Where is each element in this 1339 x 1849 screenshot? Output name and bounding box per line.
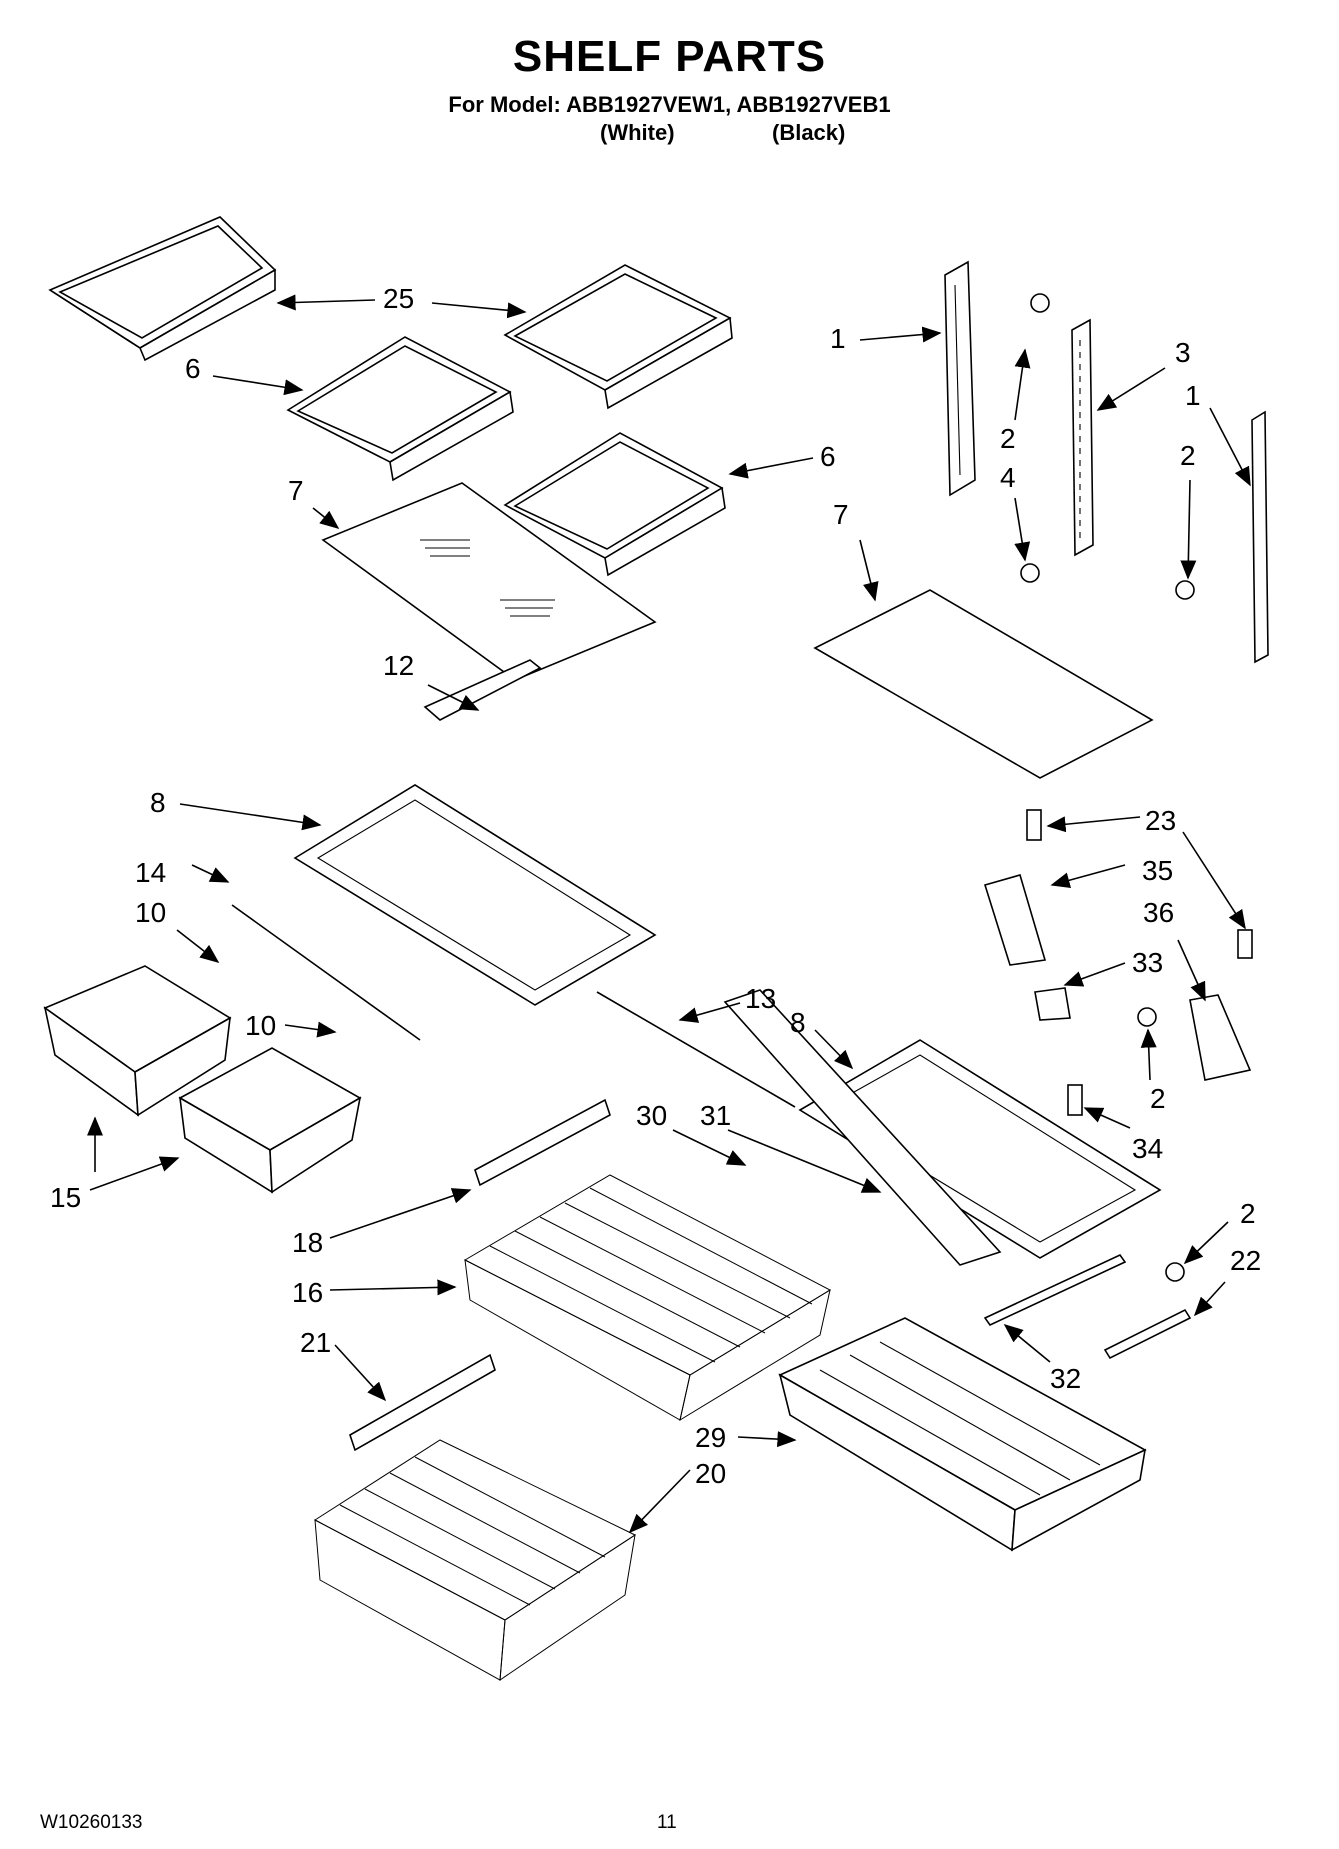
callout-16: 16	[292, 1277, 323, 1308]
callout-6-right: 6	[820, 441, 836, 472]
callout-34: 34	[1132, 1133, 1163, 1164]
callout-1-right: 1	[1185, 380, 1201, 411]
screw-icons	[1020, 293, 1195, 1282]
callout-35: 35	[1142, 855, 1173, 886]
callout-2-bottom: 2	[1240, 1198, 1256, 1229]
shelf-middle-left	[286, 336, 514, 482]
glass-panel-right	[813, 589, 1154, 779]
callout-21: 21	[300, 1327, 331, 1358]
callout-2-right: 2	[1180, 440, 1196, 471]
crisper-frame-left	[293, 659, 657, 1006]
callout-20: 20	[695, 1458, 726, 1489]
divider-rods	[231, 904, 1002, 1266]
callout-31: 31	[700, 1100, 731, 1131]
leader-arrows	[87, 294, 1251, 1534]
shelf-upper-right	[503, 264, 733, 410]
callout-10-top: 10	[135, 897, 166, 928]
callout-18: 18	[292, 1227, 323, 1258]
callout-14: 14	[135, 857, 166, 888]
page-title: SHELF PARTS	[512, 32, 827, 81]
shelf-middle-right	[503, 432, 726, 577]
callout-2-top: 2	[1000, 423, 1016, 454]
callout-30: 30	[636, 1100, 667, 1131]
rail-left	[944, 260, 976, 497]
callout-labels: 25 6 6 7 7 1 3 2 4 1 2 12 8 14 10 10 15 …	[50, 283, 1261, 1489]
callout-3: 3	[1175, 337, 1191, 368]
wire-basket-lower	[314, 1353, 637, 1682]
model-line: For Model: ABB1927VEW1, ABB1927VEB1	[448, 92, 891, 117]
freezer-drawer	[778, 1317, 1147, 1552]
callout-25: 25	[383, 283, 414, 314]
callout-36: 36	[1143, 897, 1174, 928]
callout-29: 29	[695, 1422, 726, 1453]
shelf-upper-left	[48, 216, 277, 362]
callout-6-left: 6	[185, 353, 201, 384]
callout-32: 32	[1050, 1363, 1081, 1394]
page-number: 11	[657, 1812, 677, 1833]
callout-4: 4	[1000, 462, 1016, 493]
rail-right	[1251, 410, 1269, 664]
document-number: W10260133	[40, 1812, 143, 1833]
callout-13: 13	[745, 983, 776, 1014]
callout-23: 23	[1145, 805, 1176, 836]
crisper-frame-right	[798, 1039, 1162, 1259]
rail-center	[1071, 318, 1094, 557]
crisper-drawer-2	[178, 1047, 362, 1194]
callout-8-right: 8	[790, 1007, 806, 1038]
callout-7-right: 7	[833, 499, 849, 530]
callout-2-mid: 2	[1150, 1083, 1166, 1114]
callout-12: 12	[383, 650, 414, 681]
callout-10-bottom: 10	[245, 1010, 276, 1041]
glass-panel-left	[321, 482, 657, 681]
callout-7-left: 7	[288, 475, 304, 506]
small-brackets	[983, 809, 1253, 1360]
callout-8-left: 8	[150, 787, 166, 818]
callout-15: 15	[50, 1182, 81, 1213]
variant-white-label: (White)	[600, 120, 675, 145]
callout-1-left: 1	[830, 323, 846, 354]
wire-basket-upper	[463, 1098, 832, 1422]
crisper-drawer-1	[43, 965, 232, 1117]
callout-22: 22	[1230, 1245, 1261, 1276]
callout-33: 33	[1132, 947, 1163, 978]
variant-black-label: (Black)	[772, 120, 846, 145]
